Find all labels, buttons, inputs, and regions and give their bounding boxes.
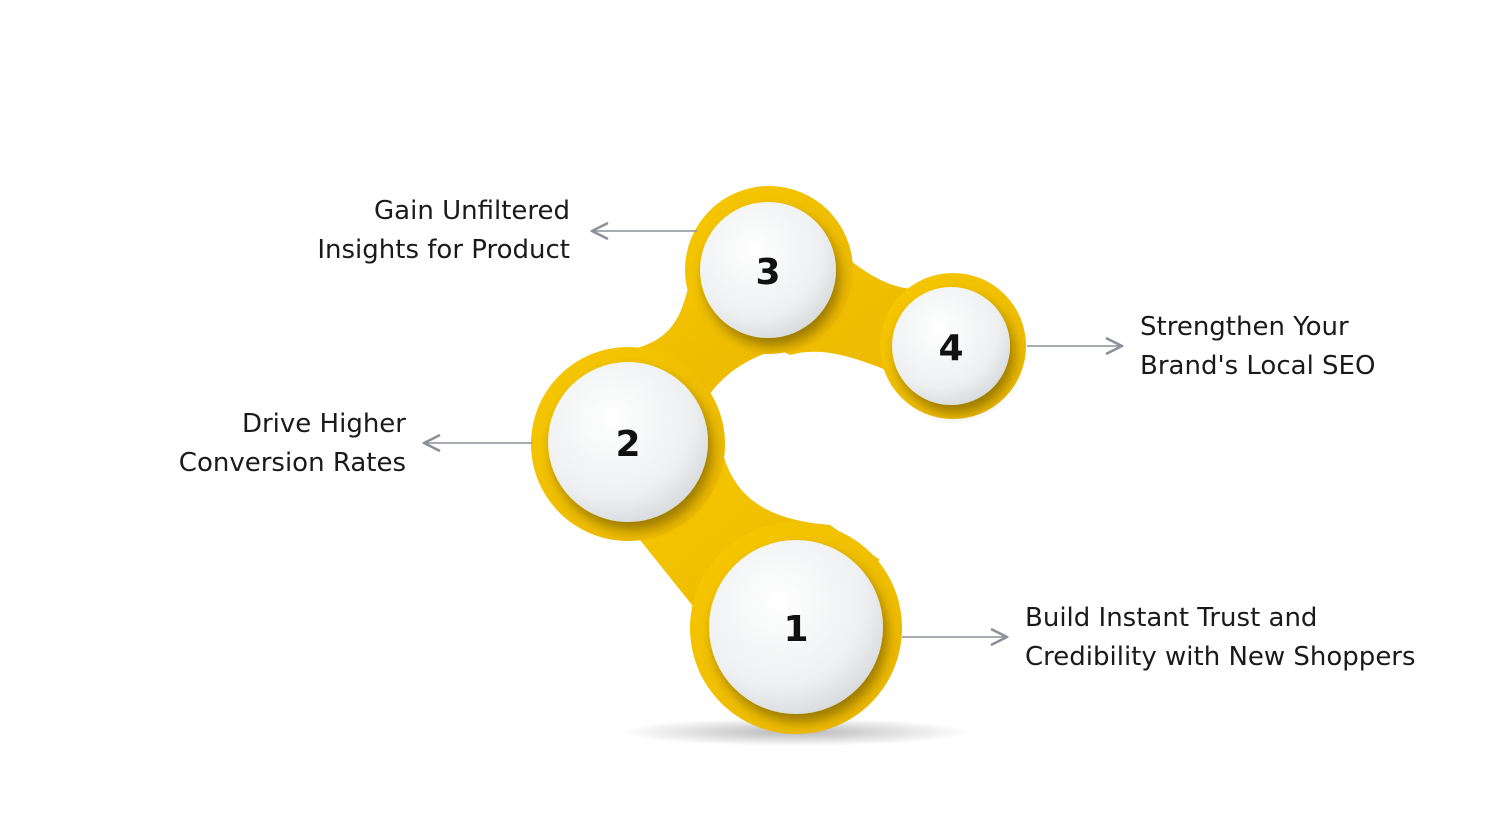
label-step-3-line-1: Gain Unfiltered [374,196,570,226]
arrows [424,231,1122,637]
node-number-2: 2 [615,424,640,465]
node-4: 4 [892,287,1010,405]
node-number-1: 1 [783,609,808,650]
label-step-2-line-2: Conversion Rates [178,448,406,478]
node-1: 1 [709,540,883,714]
node-number-4: 4 [938,328,963,369]
label-step-3: Gain Unfiltered Insights for Product [317,192,570,270]
label-step-4: Strengthen Your Brand's Local SEO [1140,308,1375,386]
label-step-4-line-2: Brand's Local SEO [1140,351,1376,381]
node-number-3: 3 [755,252,780,293]
label-step-1-line-2: Credibility with New Shoppers [1025,642,1416,672]
label-step-2-line-1: Drive Higher [241,409,406,439]
label-step-1-line-1: Build Instant Trust and [1025,603,1318,633]
label-step-2: Drive Higher Conversion Rates [179,405,406,483]
node-2: 2 [548,362,708,522]
label-step-4-line-1: Strengthen Your [1140,312,1349,342]
label-step-1: Build Instant Trust and Credibility with… [1025,599,1416,677]
node-3: 3 [700,202,836,338]
label-step-3-line-2: Insights for Product [317,235,570,265]
